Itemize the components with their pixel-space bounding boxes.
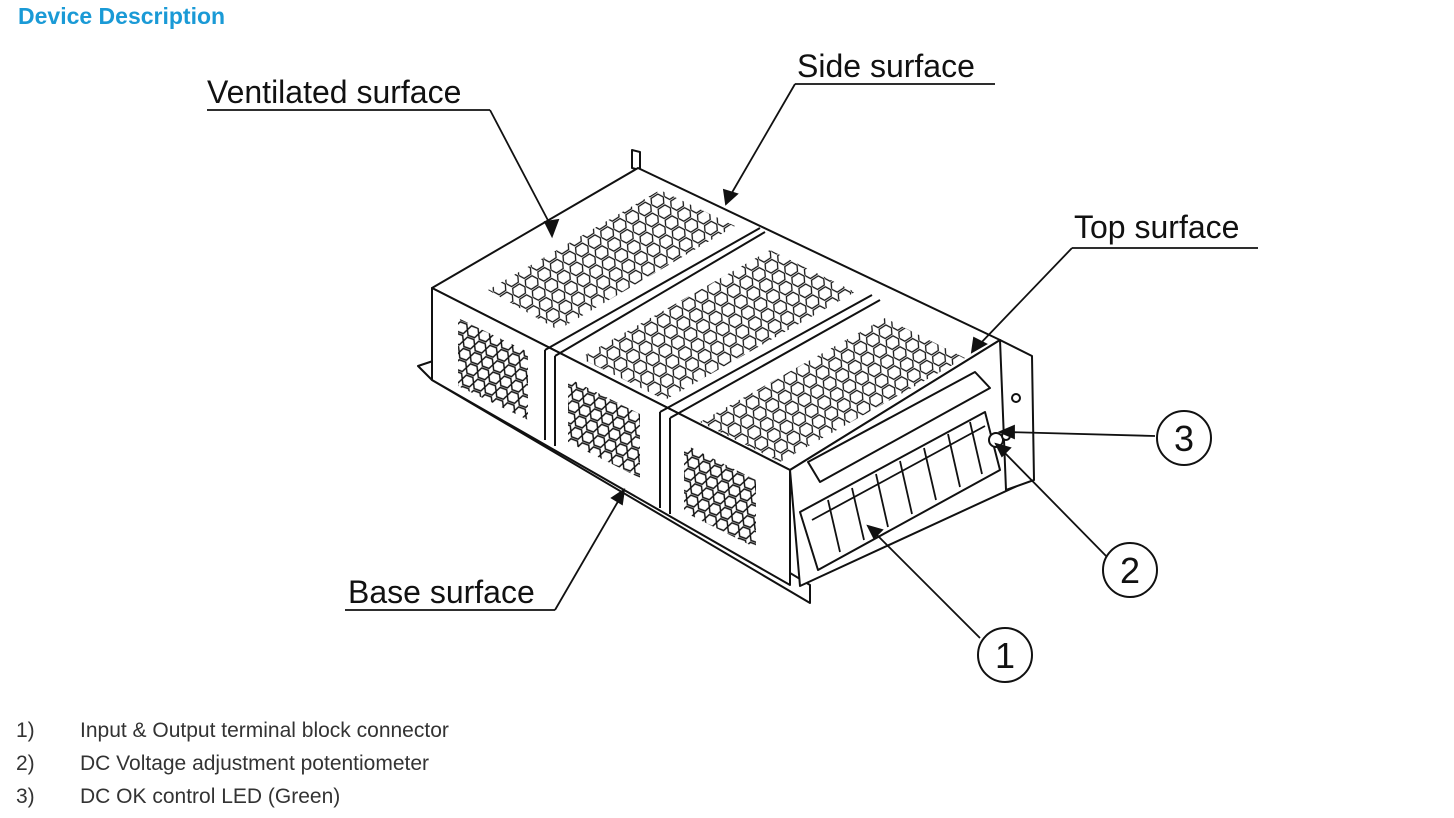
label-top-surface: Top surface: [1074, 209, 1239, 245]
legend-text: DC OK control LED (Green): [80, 785, 341, 808]
callout-number-1: 1: [995, 635, 1015, 676]
list-item: 3) DC OK control LED (Green): [16, 782, 449, 815]
list-item: 1) Input & Output terminal block connect…: [16, 716, 449, 749]
page-title: Device Description: [18, 3, 226, 29]
list-item: 2) DC Voltage adjustment potentiometer: [16, 749, 449, 782]
callout-number-2: 2: [1120, 550, 1140, 591]
legend-text: Input & Output terminal block connector: [80, 719, 449, 742]
legend-text: DC Voltage adjustment potentiometer: [80, 752, 430, 775]
callout-circle-3: [1156, 410, 1212, 466]
legend-number: 2): [16, 752, 35, 775]
callout-circles: [977, 410, 1212, 683]
label-base-surface: Base surface: [348, 574, 535, 610]
legend-number: 1): [16, 719, 35, 742]
legend-list: 1) Input & Output terminal block connect…: [16, 716, 449, 815]
callout-circle-1: [977, 627, 1033, 683]
leader-lines: [207, 83, 1258, 639]
callout-circle-2: [1102, 542, 1158, 598]
device-diagram: Ventilated surface Side surface Top surf…: [207, 48, 1258, 683]
power-supply-drawing: [417, 149, 1035, 604]
legend-number: 3): [16, 785, 35, 808]
callout-number-3: 3: [1174, 418, 1194, 459]
label-side-surface: Side surface: [797, 48, 975, 84]
label-ventilated-surface: Ventilated surface: [207, 74, 461, 110]
